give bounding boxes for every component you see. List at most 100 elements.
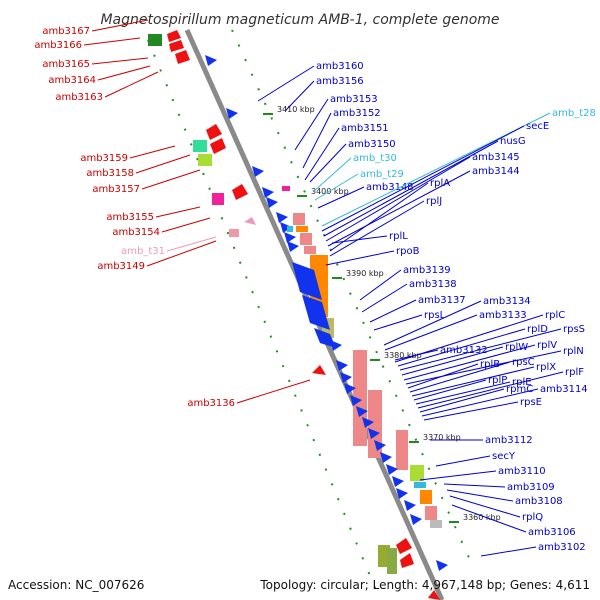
gene-arrow-down[interactable] xyxy=(284,232,296,243)
gene-label[interactable]: nusG xyxy=(323,136,526,237)
gene-label[interactable]: amb3159 xyxy=(80,145,176,164)
gene-arrow-up[interactable] xyxy=(396,538,412,554)
gene-arrow-up[interactable] xyxy=(400,553,414,568)
gene-label[interactable]: amb3156 xyxy=(285,76,364,111)
gene-label[interactable]: rpoB xyxy=(325,246,420,266)
gene-label[interactable]: amb3155 xyxy=(106,206,201,223)
gene-block[interactable] xyxy=(425,506,437,520)
gene-label[interactable]: amb3112 xyxy=(430,435,533,446)
gene-arrow-up[interactable] xyxy=(428,590,440,600)
gene-arrow-down[interactable] xyxy=(280,222,292,233)
gene-block[interactable] xyxy=(414,482,426,488)
gene-arrow-up[interactable] xyxy=(206,124,222,140)
gene-label[interactable]: rplW xyxy=(401,342,528,376)
gene-label[interactable]: secY xyxy=(435,451,516,467)
gene-label[interactable]: amb_t30 xyxy=(312,153,397,193)
gene-label[interactable]: amb3152 xyxy=(302,108,381,169)
gene-label[interactable]: amb3165 xyxy=(42,57,149,70)
gene-arrow-down[interactable] xyxy=(350,395,362,406)
gene-block[interactable] xyxy=(420,490,432,504)
gene-arrow-up[interactable] xyxy=(244,217,256,225)
gene-label[interactable]: amb3145 xyxy=(325,152,520,242)
gene-label[interactable]: amb3150 xyxy=(309,139,396,183)
gene-label[interactable]: rplB xyxy=(407,359,500,389)
gene-block[interactable] xyxy=(198,154,212,166)
gene-arrow-down[interactable] xyxy=(336,360,348,371)
gene-label[interactable]: rpmC xyxy=(419,384,533,413)
gene-arrow-down[interactable] xyxy=(368,428,380,439)
gene-arrow-down[interactable] xyxy=(344,383,356,394)
gene-label[interactable]: amb3136 xyxy=(187,379,311,409)
gene-arrow-down[interactable] xyxy=(374,440,386,451)
gene-label[interactable]: amb3108 xyxy=(446,489,563,507)
gene-label[interactable]: amb3154 xyxy=(112,217,211,238)
gene-label[interactable]: amb3109 xyxy=(443,482,555,493)
gene-label[interactable]: amb3166 xyxy=(34,37,141,51)
gene-label[interactable]: amb3144 xyxy=(327,166,520,247)
gene-arrow-up[interactable] xyxy=(167,30,181,42)
gene-label[interactable]: rplL xyxy=(331,231,408,244)
gene-label[interactable]: amb3139 xyxy=(359,265,451,301)
gene-arrow-up[interactable] xyxy=(210,138,226,154)
gene-arrow-up[interactable] xyxy=(169,40,184,52)
gene-block[interactable] xyxy=(287,226,293,232)
gene-block[interactable] xyxy=(396,430,408,470)
gene-arrow-down[interactable] xyxy=(392,476,404,487)
gene-label[interactable]: amb3106 xyxy=(451,504,576,538)
gene-block[interactable] xyxy=(430,520,442,528)
gene-label[interactable]: amb3160 xyxy=(257,61,364,102)
gene-arrow-down[interactable] xyxy=(330,340,342,351)
gene-arrow-down[interactable] xyxy=(410,514,422,525)
gene-block[interactable] xyxy=(282,186,290,191)
gene-label[interactable]: amb3167 xyxy=(42,19,149,37)
gene-label[interactable]: amb3137 xyxy=(369,295,466,323)
gene-label[interactable]: rpsL xyxy=(373,310,446,331)
gene-label[interactable]: rplX xyxy=(411,362,556,397)
gene-block[interactable] xyxy=(304,246,316,254)
gene-label[interactable]: rplQ xyxy=(449,495,543,523)
gene-arrow-down[interactable] xyxy=(252,166,264,177)
gene-arrow-down[interactable] xyxy=(396,488,408,499)
gene-block[interactable] xyxy=(148,34,162,46)
gene-block[interactable] xyxy=(229,229,239,237)
gene-arrow-down[interactable] xyxy=(356,406,368,417)
gene-label[interactable]: amb3138 xyxy=(361,279,457,313)
gene-label[interactable]: amb3149 xyxy=(97,240,217,272)
gene-label[interactable]: amb3164 xyxy=(48,65,151,86)
gene-label[interactable]: rplV xyxy=(403,340,557,381)
gene-arrow-down[interactable] xyxy=(287,241,299,252)
gene-arrow-down[interactable] xyxy=(266,197,278,208)
gene-arrow-down[interactable] xyxy=(380,452,392,463)
gene-arrow-down[interactable] xyxy=(362,417,374,428)
gene-block[interactable] xyxy=(387,548,397,574)
gene-label[interactable]: amb3132 xyxy=(394,345,488,361)
gene-block[interactable] xyxy=(368,390,382,458)
gene-block[interactable] xyxy=(212,193,224,205)
gene-block[interactable] xyxy=(293,213,305,225)
gene-label[interactable]: rplF xyxy=(417,367,584,409)
gene-label[interactable]: amb3158 xyxy=(86,154,191,179)
gene-label[interactable]: rpsS xyxy=(399,324,585,371)
gene-arrow-down[interactable] xyxy=(262,187,274,198)
gene-block[interactable] xyxy=(193,140,207,152)
gene-label[interactable]: amb3151 xyxy=(304,123,389,181)
gene-label[interactable]: amb3134 xyxy=(383,296,531,346)
gene-label[interactable]: rplP xyxy=(413,375,507,401)
gene-label[interactable]: secE xyxy=(321,121,549,232)
gene-arrow-down[interactable] xyxy=(404,500,416,511)
gene-arrow-down[interactable] xyxy=(340,372,352,383)
gene-label[interactable]: amb_t31 xyxy=(121,236,217,257)
gene-label[interactable]: amb3114 xyxy=(421,384,588,417)
gene-label[interactable]: amb_t29 xyxy=(314,169,404,201)
gene-arrow-down[interactable] xyxy=(314,328,336,348)
gene-label[interactable]: amb3102 xyxy=(480,542,586,557)
gene-arrow-down[interactable] xyxy=(436,560,448,571)
gene-label[interactable]: rplA xyxy=(329,178,450,252)
gene-arrow-up[interactable] xyxy=(312,365,326,375)
gene-arrow-down[interactable] xyxy=(205,55,217,66)
gene-label[interactable]: amb3148 xyxy=(317,182,414,209)
gene-block[interactable] xyxy=(300,233,312,245)
gene-label[interactable]: amb3157 xyxy=(92,169,201,195)
gene-label[interactable]: rpsC xyxy=(409,357,535,393)
gene-arrow-down[interactable] xyxy=(386,464,398,475)
